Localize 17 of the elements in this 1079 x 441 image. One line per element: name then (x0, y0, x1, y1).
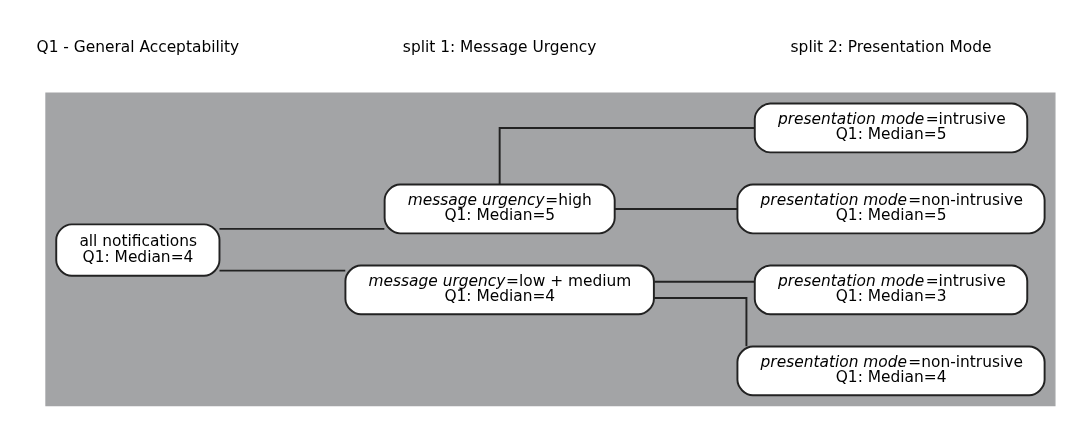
node-box: message urgency=high Q1: Median=5 (383, 183, 616, 235)
label: Q1 - General Acceptability (36, 38, 240, 57)
node-box: presentation mode=intrusive Q1: Median=5 (753, 102, 1029, 154)
label: split 2: Presentation Mode (790, 38, 992, 57)
connector (218, 227, 386, 230)
connector (614, 207, 739, 210)
node-box: presentation mode=intrusive Q1: Median=3 (753, 264, 1029, 316)
cluster (45, 92, 1056, 407)
node-box: all notifications Q1: Median=4 (55, 223, 221, 277)
connector (218, 269, 347, 272)
node-box: presentation mode=non-intrusive Q1: Median=4 (736, 345, 1046, 397)
node-box: presentation mode=non-intrusive Q1: Median=5 (736, 183, 1046, 235)
connector (498, 127, 756, 186)
node-box: message urgency=low + medium Q1: Median=4 (344, 264, 655, 316)
connector (653, 297, 748, 348)
connector (653, 280, 756, 283)
label: split 1: Message Urgency (402, 38, 597, 57)
